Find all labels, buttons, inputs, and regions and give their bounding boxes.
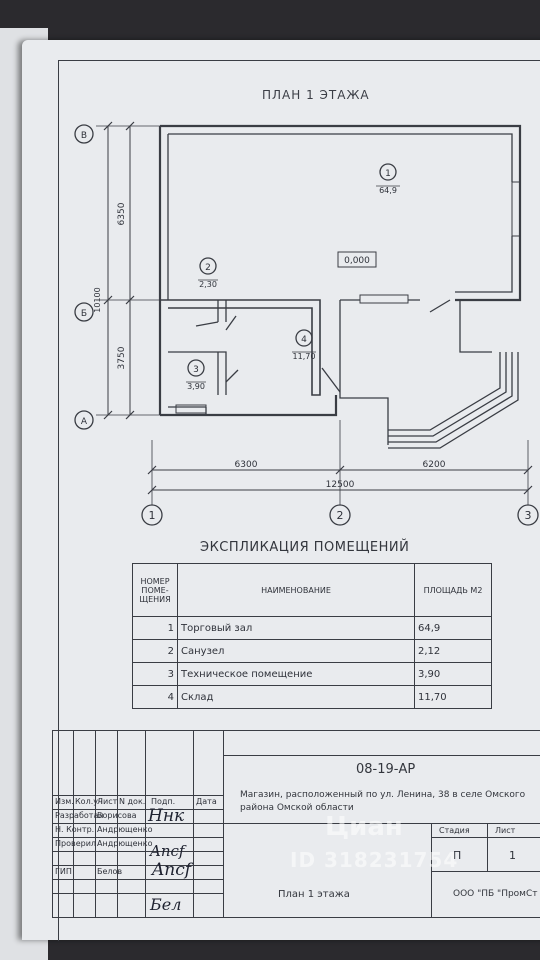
header-name: НАИМЕНОВАНИЕ bbox=[177, 563, 415, 617]
row-area: 64,9 bbox=[414, 616, 492, 640]
row-name: Торговый зал bbox=[177, 616, 415, 640]
axis-label-3: 3 bbox=[525, 509, 532, 522]
header-area: ПЛОЩАДЬ М2 bbox=[414, 563, 492, 617]
stamp-name: Андрющенко bbox=[97, 839, 153, 848]
watermark-brand: Циан bbox=[325, 812, 403, 842]
signature-developer: Hнк bbox=[148, 806, 185, 826]
room-1-area: 64,9 bbox=[379, 186, 397, 195]
axis-label-b: Б bbox=[81, 309, 87, 319]
dim-bottom-total: 12500 bbox=[326, 480, 355, 490]
header-num: НОМЕР ПОМЕ- ЩЕНИЯ bbox=[132, 563, 178, 617]
row-area: 2,12 bbox=[414, 639, 492, 663]
stamp-header-ndok: N док. bbox=[119, 797, 146, 806]
explication-title: ЭКСПЛИКАЦИЯ ПОМЕЩЕНИЙ bbox=[200, 540, 410, 555]
plan-title: ПЛАН 1 ЭТАЖА bbox=[262, 88, 370, 102]
row-num: 1 bbox=[132, 616, 178, 640]
room-4-area: 11,70 bbox=[293, 352, 316, 361]
row-num: 2 bbox=[132, 639, 178, 663]
dim-bottom-right: 6200 bbox=[423, 460, 446, 470]
project-code: 08-19-АР bbox=[356, 762, 416, 777]
stamp-header-kol: Кол.уч bbox=[75, 797, 103, 806]
axis-label-v: В bbox=[81, 131, 87, 141]
axis-label-1: 1 bbox=[149, 509, 156, 522]
row-name: Техническое помещение bbox=[177, 662, 415, 686]
axis-label-a: А bbox=[81, 417, 88, 427]
row-area: 11,70 bbox=[414, 685, 492, 709]
axis-bubble-v bbox=[74, 124, 94, 144]
room-2-num: 2 bbox=[205, 263, 211, 273]
room-3-num: 3 bbox=[193, 365, 199, 375]
row-name: Санузел bbox=[177, 639, 415, 663]
stage-label: Стадия bbox=[439, 826, 470, 835]
signature-control: Ancf bbox=[150, 842, 185, 860]
room-2-area: 2,30 bbox=[199, 280, 217, 289]
project-description: Магазин, расположенный по ул. Ленина, 38… bbox=[240, 790, 526, 813]
table-row: 4 Склад 11,70 bbox=[132, 685, 492, 709]
axis-label-2: 2 bbox=[337, 509, 344, 522]
axis-bubble-a bbox=[74, 410, 94, 430]
axis-bubble-1 bbox=[141, 504, 163, 526]
table-header-row: НОМЕР ПОМЕ- ЩЕНИЯ НАИМЕНОВАНИЕ ПЛОЩАДЬ М… bbox=[132, 563, 492, 617]
stamp-header-izm: Изм. bbox=[55, 797, 74, 806]
room-3-area: 3,90 bbox=[187, 382, 205, 391]
axis-bubble-2 bbox=[329, 504, 351, 526]
stamp-header-podp: Подп. bbox=[151, 797, 176, 806]
sheet-value: 1 bbox=[509, 849, 516, 862]
row-num: 4 bbox=[132, 685, 178, 709]
row-name: Склад bbox=[177, 685, 415, 709]
stage-value: П bbox=[453, 849, 462, 862]
row-num: 3 bbox=[132, 662, 178, 686]
title-block: Изм. Кол.уч Лист N док. Подп. Дата Разра… bbox=[52, 730, 540, 918]
table-row: 2 Санузел 2,12 bbox=[132, 639, 492, 663]
stamp-header-date: Дата bbox=[196, 797, 217, 806]
row-area: 3,90 bbox=[414, 662, 492, 686]
stamp-role: Разработал bbox=[55, 811, 104, 820]
explication-table: НОМЕР ПОМЕ- ЩЕНИЯ НАИМЕНОВАНИЕ ПЛОЩАДЬ М… bbox=[132, 563, 492, 709]
drawing-frame bbox=[58, 60, 540, 941]
watermark-id: ID 318231754 bbox=[290, 848, 459, 872]
stamp-role: Проверил bbox=[55, 839, 97, 848]
dim-left-upper: 6350 bbox=[117, 202, 127, 225]
stamp-name: Белов bbox=[97, 867, 123, 876]
table-row: 3 Техническое помещение 3,90 bbox=[132, 662, 492, 686]
dim-left-lower: 3750 bbox=[117, 346, 127, 369]
axis-bubble-3 bbox=[517, 504, 539, 526]
stamp-header-list: Лист bbox=[97, 797, 118, 806]
stamp-name: Борисова bbox=[97, 811, 137, 820]
sheet-label: Лист bbox=[495, 826, 516, 835]
signature-gip: Бел bbox=[150, 895, 182, 914]
dim-left-total: 10100 bbox=[93, 287, 102, 312]
level-mark: 0,000 bbox=[344, 256, 370, 266]
signature-check: Ancf bbox=[152, 860, 192, 880]
stamp-role: ГИП bbox=[55, 867, 72, 876]
stamp-role: Н. Контр. bbox=[55, 825, 95, 834]
room-4-num: 4 bbox=[301, 335, 307, 345]
stamp-name: Андрющенко bbox=[97, 825, 153, 834]
axis-bubble-b bbox=[74, 302, 94, 322]
table-row: 1 Торговый зал 64,9 bbox=[132, 616, 492, 640]
room-1-num: 1 bbox=[385, 169, 391, 179]
sheet-name: План 1 этажа bbox=[278, 889, 350, 900]
dim-bottom-left: 6300 bbox=[235, 460, 258, 470]
organization-name: ООО "ПБ "ПромСт bbox=[453, 889, 538, 899]
